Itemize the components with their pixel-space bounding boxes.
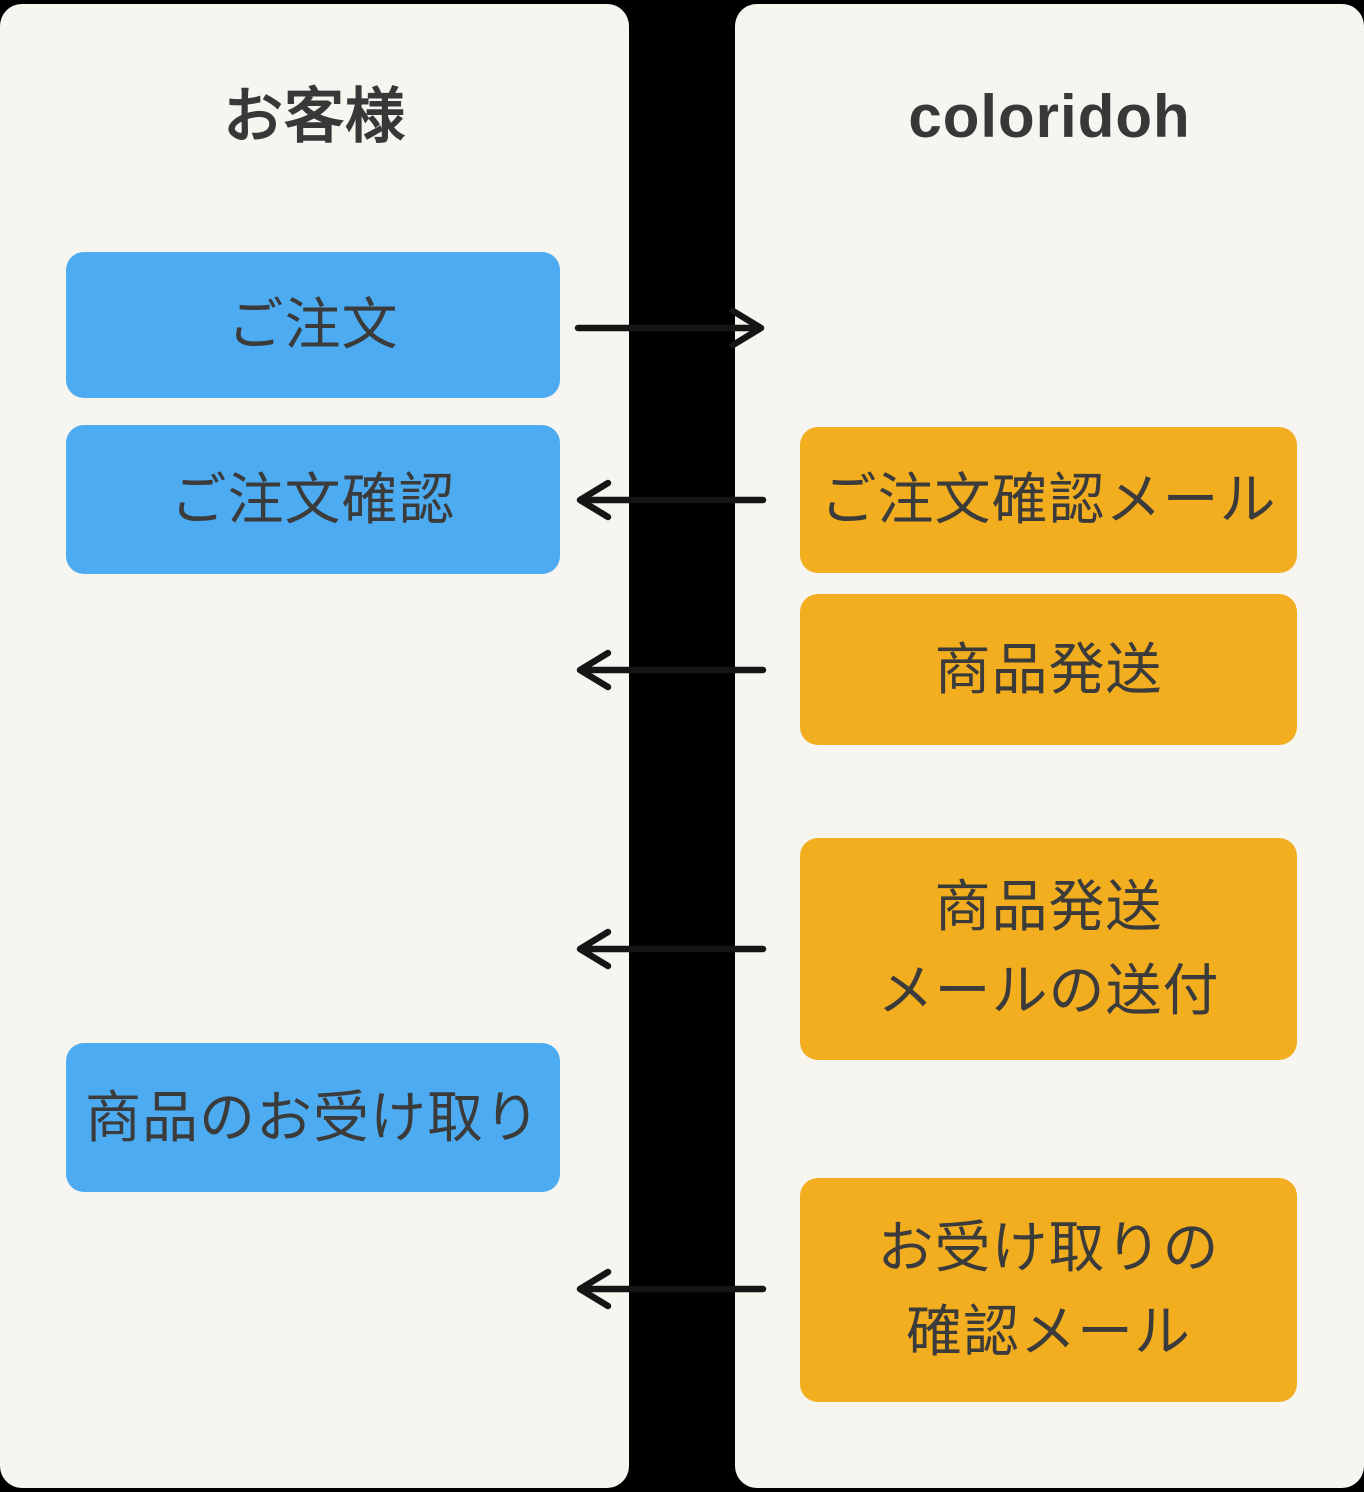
shipping-mail-box: 商品発送 メールの送付 [800, 838, 1297, 1060]
receipt-confirmation-mail-box: お受け取りの 確認メール [800, 1178, 1297, 1402]
product-receipt-box-label: 商品のお受け取り [85, 1085, 541, 1149]
order-confirmation-mail-box: ご注文確認メール [800, 427, 1297, 573]
company-column-title: coloridoh [908, 83, 1191, 150]
product-shipping-box: 商品発送 [800, 594, 1297, 745]
order-confirmation-mail-box-label: ご注文確認メール [820, 468, 1277, 531]
product-shipping-box-label: 商品発送 [934, 637, 1163, 701]
order-box: ご注文 [66, 252, 560, 398]
shipping-mail-box-label: 商品発送 メールの送付 [877, 875, 1220, 1022]
receipt-confirmation-mail-box-label: お受け取りの 確認メール [877, 1216, 1220, 1363]
order-confirmation-box: ご注文確認 [66, 425, 560, 574]
customer-column-title: お客様 [223, 83, 406, 150]
customer-panel [0, 4, 629, 1488]
product-receipt-box: 商品のお受け取り [66, 1043, 560, 1192]
order-box-label: ご注文 [227, 293, 399, 356]
order-confirmation-box-label: ご注文確認 [170, 467, 456, 531]
